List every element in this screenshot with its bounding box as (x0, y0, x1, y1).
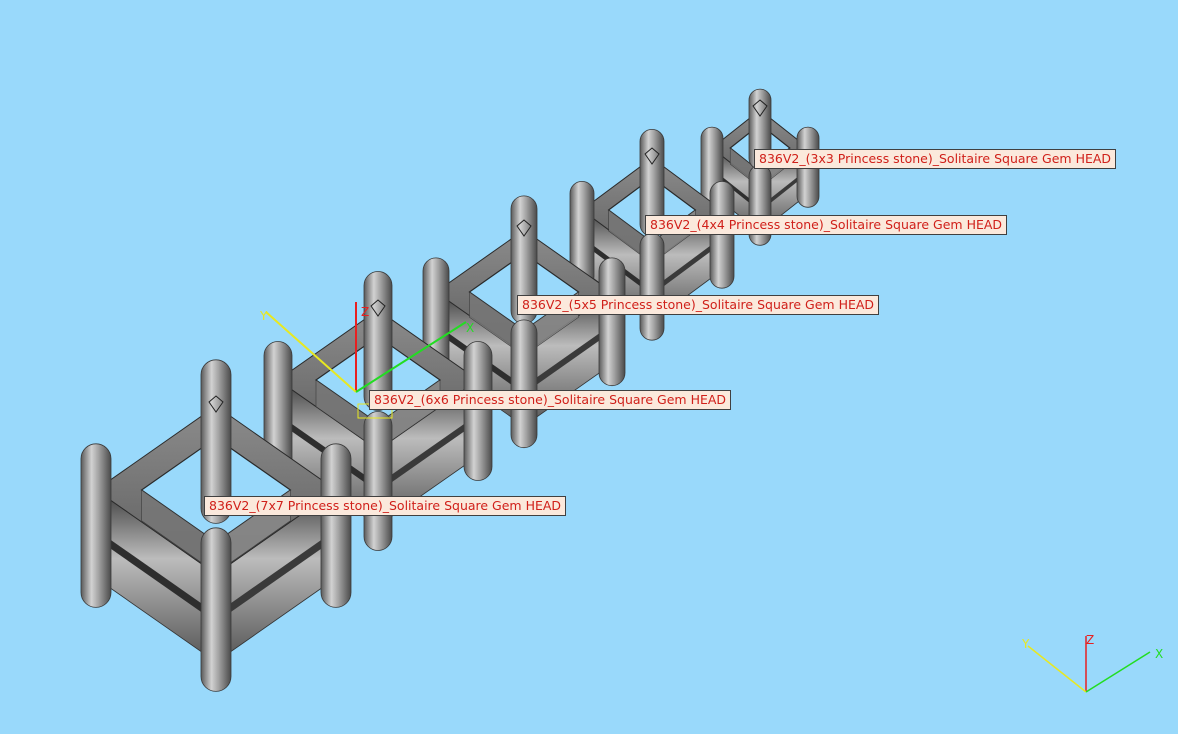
gumball-gizmo-icon[interactable]: X Y Z (259, 302, 474, 419)
gizmo-x-label: X (466, 321, 474, 335)
prong-7x7-3 (200, 527, 232, 692)
label-head-5x5[interactable]: 836V2_(5x5 Princess stone)_Solitaire Squ… (517, 295, 880, 315)
prong-7x7-2 (320, 443, 352, 608)
gizmo-z-label: Z (361, 305, 369, 319)
gem-head-7x7[interactable] (80, 359, 352, 692)
gem-tip-icon (516, 219, 532, 237)
prong-6x6-3 (363, 411, 393, 551)
prong-7x7-0 (200, 359, 232, 524)
prong-4x4-3 (639, 232, 665, 341)
gizmo-y-label: Y (259, 309, 268, 323)
label-head-7x7[interactable]: 836V2_(7x7 Princess stone)_Solitaire Squ… (204, 496, 567, 516)
gem-tip-icon (752, 99, 768, 117)
triad-y-label: Y (1021, 637, 1030, 651)
gem-heads-group[interactable] (80, 88, 820, 692)
label-head-6x6[interactable]: 836V2_(6x6 Princess stone)_Solitaire Squ… (369, 390, 732, 410)
prong-5x5-2 (598, 257, 626, 387)
gem-tip-icon (208, 395, 224, 413)
prong-5x5-3 (510, 319, 538, 449)
triad-x-label: X (1155, 647, 1163, 661)
prong-6x6-2 (463, 341, 493, 481)
gem-tip-icon (644, 147, 660, 165)
gem-tip-icon (370, 299, 386, 317)
gem-head-4x4[interactable] (569, 128, 735, 341)
prong-7x7-1 (80, 443, 112, 608)
label-head-3x3[interactable]: 836V2_(3x3 Princess stone)_Solitaire Squ… (754, 149, 1117, 169)
world-axis-triad-icon: X Y Z (1021, 633, 1163, 693)
label-head-4x4[interactable]: 836V2_(4x4 Princess stone)_Solitaire Squ… (645, 215, 1008, 235)
triad-z-label: Z (1086, 633, 1094, 647)
